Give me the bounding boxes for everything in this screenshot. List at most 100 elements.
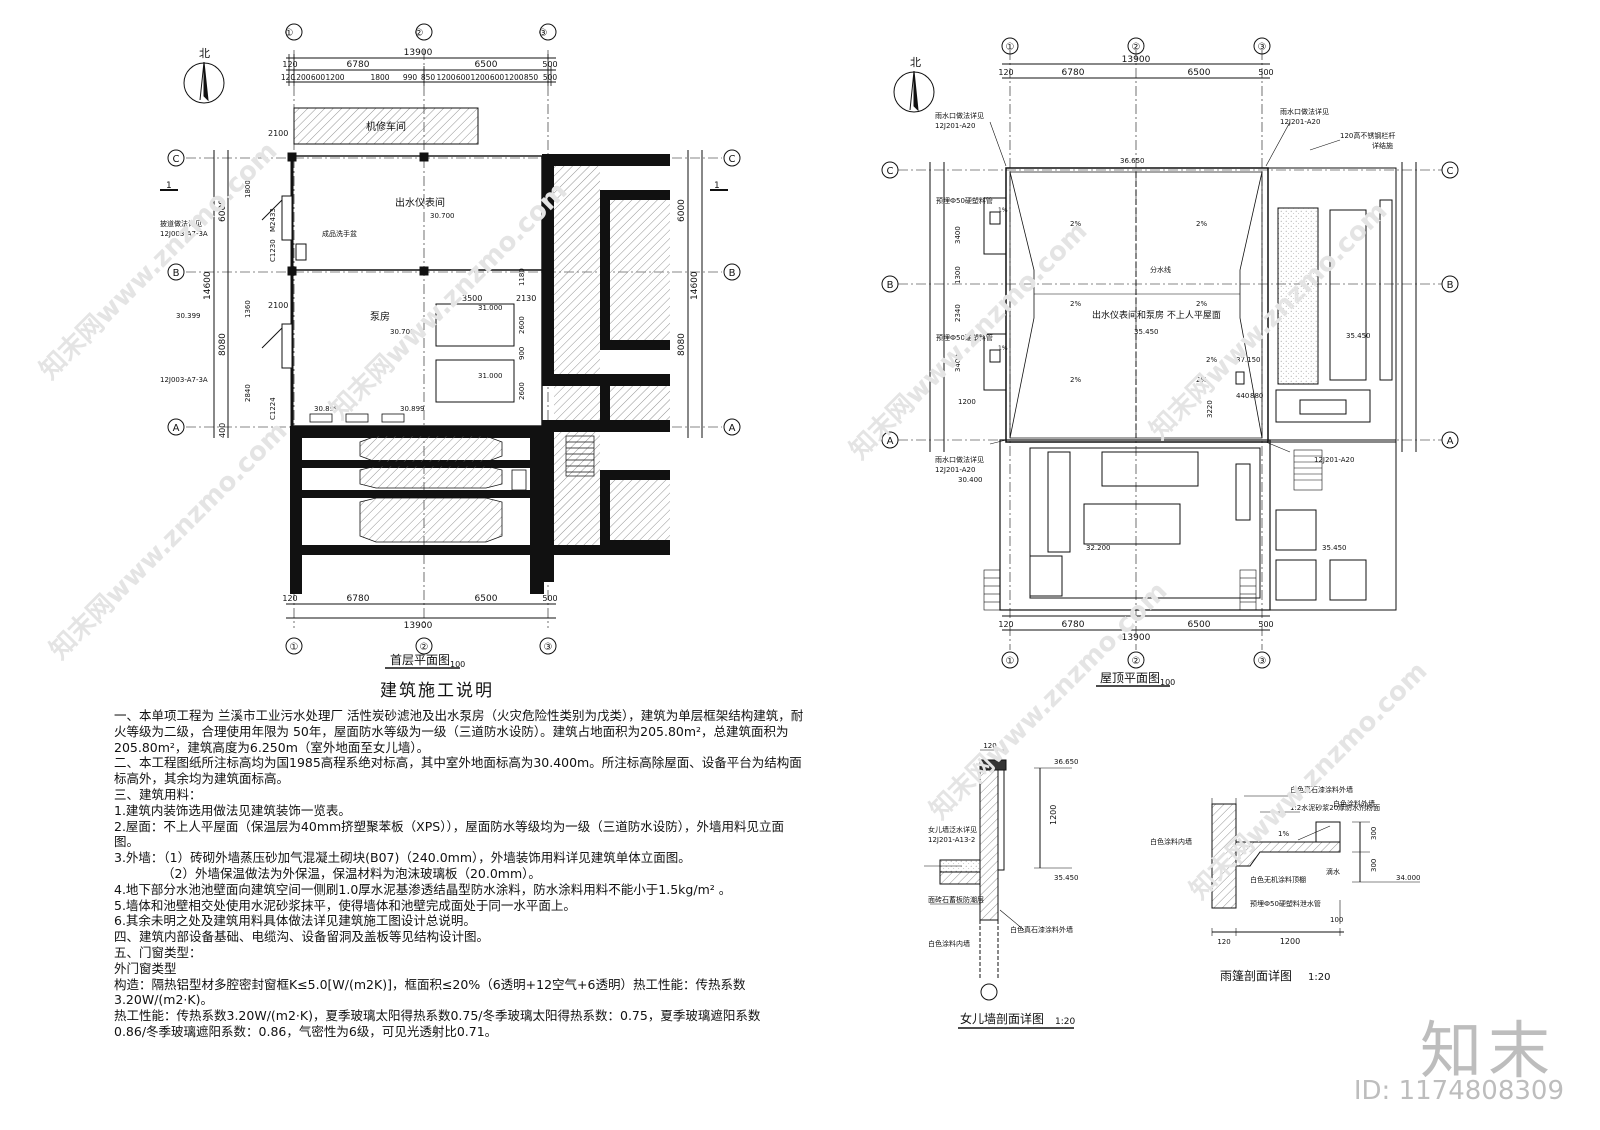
notes-line: 2.屋面：不上人平屋面（保温层为40mm挤塑聚苯板（XPS）），屋面防水等级均为… <box>114 818 784 834</box>
brand-logo: 知末 <box>1419 1014 1556 1087</box>
parapet-note-damp: 面砖石蓄板防潮层 <box>928 895 984 904</box>
notes-line: 一、本单项工程为 兰溪市工业污水处理厂 活性炭砂滤池及出水泵房（火灾危险性类别为… <box>114 708 804 723</box>
parapet-note-code: 12J201-A13-2 <box>928 836 975 844</box>
dim-2130: 2130 <box>516 294 536 303</box>
axis-a-left: A <box>173 423 180 434</box>
notes-line: 构造：隔热铝型材多腔密封窗框K≤5.0[W/(m2K)]，框面积≤20%（6透明… <box>114 976 746 992</box>
north-arrow-icon-roof <box>893 70 935 113</box>
ground-floor-plan: 北 <box>160 23 741 655</box>
section-mark-left: 1 <box>166 181 172 191</box>
notes-line: 外门窗类型 <box>114 960 177 976</box>
notes-line: 6.其余未明之处及建筑用料具体做法详见建筑施工图设计总说明。 <box>114 913 476 929</box>
north-label-roof: 北 <box>910 56 921 69</box>
parapet-dim-1200: 1200 <box>1049 805 1058 825</box>
document-id: ID: 1174808309 <box>1353 1076 1564 1106</box>
dim-fine: 850 <box>524 73 539 82</box>
canopy-note-ceiling: 白色无机涂料顶棚 <box>1250 875 1306 884</box>
notes-line: 标高外，其余均为建筑面标高。 <box>114 771 290 787</box>
axis-1-top: ① <box>285 28 294 39</box>
dim-fine: 1200 <box>325 73 344 82</box>
parapet-elev-roof: 35.450 <box>1054 874 1079 882</box>
roof-note-pipe-1: 预埋Ф50硬塑料管 <box>936 196 993 205</box>
roof-axis-2-top: ② <box>1132 42 1141 53</box>
parapet-elev-top: 36.650 <box>1054 758 1079 766</box>
canopy-note-white-ext: 白色涂料外墙 <box>1333 799 1375 808</box>
roof-elev-tank: 35.450 <box>1346 332 1371 340</box>
dim-2840: 2840 <box>244 384 252 402</box>
roof-dim-2: 6780 <box>1062 68 1085 78</box>
north-arrow-icon <box>183 61 225 104</box>
label-window-c1224: C1224 <box>269 397 277 420</box>
dim-3500: 3500 <box>462 294 482 303</box>
roof-plan-scale: 100 <box>1160 678 1175 687</box>
roof-elev-top: 37.150 <box>1236 356 1261 364</box>
dim-fine: 990 <box>403 73 418 82</box>
roof-note-drain-code: 12J201-A20 <box>935 122 975 130</box>
roof-dim-3: 6500 <box>1188 68 1211 78</box>
canopy-dim-120: 120 <box>1217 938 1230 946</box>
roof-side-dim-8: 880 <box>1250 392 1263 400</box>
dim-top-3: 6500 <box>475 60 498 70</box>
roof-note-drain-ref-3: 雨水口做法详见 <box>935 455 984 464</box>
dim-fine: 600 <box>456 73 471 82</box>
dim-fine: 120 <box>281 73 296 82</box>
dim-side-total-r: 14600 <box>690 271 700 300</box>
roof-side-dim-7: 440 <box>1236 392 1249 400</box>
parapet-dim-120: 120 <box>983 742 996 750</box>
roof-dim-b1: 120 <box>998 620 1013 629</box>
dim-fine: 1200 <box>470 73 489 82</box>
roof-side-dim-6: 3220 <box>1206 400 1214 418</box>
dim-fine: 500 <box>543 73 558 82</box>
dim-2600-a: 2600 <box>518 316 526 334</box>
dim-bottom-1: 120 <box>282 594 297 603</box>
dim-fine: 600 <box>311 73 326 82</box>
label-washbasin: 成品洗手盆 <box>322 229 357 238</box>
dim-fine-row: 120 1200 600 1200 1800 990 850 1200 600 … <box>281 73 558 82</box>
dim-side-total: 14600 <box>203 271 213 300</box>
notes-line: 三、建筑用料： <box>114 786 202 802</box>
notes-line: 图。 <box>114 834 140 850</box>
slope-6: 2% <box>1196 376 1207 384</box>
elev-base-2: 31.000 <box>478 372 503 380</box>
notes-line: 五、门窗类型： <box>114 944 202 960</box>
roof-note-drain-code-2: 12J201-A20 <box>1280 118 1320 126</box>
dim-2100-a: 2100 <box>268 129 288 138</box>
canopy-note-drip: 滴水 <box>1326 867 1340 876</box>
notes-line: （2）外墙保温做法为外保温，保温材料为泡沫玻璃板（20.0mm）。 <box>162 865 541 881</box>
roof-axis-2-bottom: ② <box>1132 656 1141 667</box>
notes-heading: 建筑施工说明 <box>380 681 494 701</box>
parapet-note-exterior: 白色真石漆涂料外墙 <box>1010 925 1073 934</box>
roof-dim-1: 120 <box>998 68 1013 77</box>
dim-bottom-2: 6780 <box>347 594 370 604</box>
axis-b-left: B <box>173 268 180 279</box>
slope-1: 2% <box>1070 220 1081 228</box>
elev-step-1: 30.899 <box>314 405 339 413</box>
label-door-m2433: M2433 <box>269 208 277 232</box>
slope-8: 1% <box>998 207 1008 214</box>
canopy-dim-100: 100 <box>1330 916 1343 924</box>
axis-a-right: A <box>729 423 736 434</box>
roof-elev-ground: 30.400 <box>958 476 983 484</box>
construction-notes: 一、本单项工程为 兰溪市工业污水处理厂 活性炭砂滤池及出水泵房（火灾危险性类别为… <box>114 708 834 1040</box>
canopy-text: 白色真石漆涂料外墙 1:2水泥砂浆20厚防水剂粉面 白色涂料外墙 白色涂料内墙 … <box>1150 785 1421 983</box>
dim-bottom-3: 6500 <box>475 594 498 604</box>
dim-900: 900 <box>518 347 526 360</box>
notes-line: 火等级为二级，合理使用年限为 50年，屋面防水等级为一级（三道防水设防）。建筑占… <box>114 723 789 739</box>
axis-c-left: C <box>173 154 180 165</box>
roof-side-dim-5: 1200 <box>958 398 976 406</box>
roof-axis-1-bottom: ① <box>1006 656 1015 667</box>
canopy-slope: 1% <box>1278 830 1289 838</box>
roof-dim-total-bottom: 13900 <box>1122 633 1151 643</box>
roof-note-drain-code-4: 12J201-A20 <box>1314 456 1354 464</box>
notes-line: 0.86/冬季玻璃遮阳系数：0.86，气密性为6级，可见光透射比0.71。 <box>114 1023 498 1039</box>
roof-note-main: 出水仪表间和泵房 不上人平屋面 <box>1092 309 1221 321</box>
axis-c-right: C <box>729 154 736 165</box>
roof-elev-tank-2: 35.450 <box>1322 544 1347 552</box>
roof-axis-a-right: A <box>1447 436 1454 447</box>
axis-1-bottom: ① <box>290 642 299 653</box>
label-window-c1230: C1230 <box>269 239 277 262</box>
roof-dim-b2: 6780 <box>1062 620 1085 630</box>
dim-top-4: 500 <box>542 60 557 69</box>
roof-axis-1-top: ① <box>1006 42 1015 53</box>
